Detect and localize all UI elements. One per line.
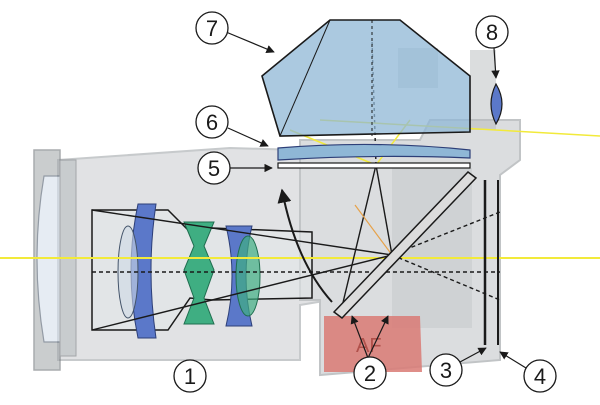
callout-5: 5	[197, 151, 231, 185]
callout-1-label: 1	[184, 364, 196, 389]
callout-1: 1	[173, 359, 207, 393]
callout-8-label: 8	[486, 20, 498, 45]
callout-4: 4	[523, 359, 557, 393]
lens-element-green-2	[235, 235, 261, 317]
callout-7-label: 7	[206, 16, 218, 41]
callout-6: 6	[195, 105, 229, 139]
af-module-print: AF	[356, 335, 382, 357]
shutter-and-film	[483, 180, 499, 345]
callout-5-label: 5	[208, 156, 220, 181]
focusing-screen-assembly	[277, 143, 471, 169]
callout-2-label: 2	[364, 361, 376, 386]
callout-2: 2	[353, 356, 387, 390]
callout-6-label: 6	[206, 110, 218, 135]
callout-8: 8	[475, 15, 509, 49]
lens-element-green-1	[183, 221, 215, 325]
lens-elements	[91, 203, 313, 339]
curved-arrow	[277, 188, 333, 303]
callout-4-label: 4	[534, 364, 546, 389]
callout-leaders	[225, 31, 527, 369]
condenser-lens	[277, 143, 471, 161]
eyepiece-lens	[490, 82, 503, 126]
front-lens-barrel	[33, 149, 77, 371]
main-mirror	[332, 171, 478, 319]
mirror-box: AF	[324, 316, 422, 372]
callout-3-label: 3	[440, 358, 452, 383]
pentaprism	[261, 19, 471, 137]
callout-7: 7	[195, 11, 229, 45]
callout-3: 3	[429, 353, 463, 387]
focusing-screen	[277, 162, 471, 169]
